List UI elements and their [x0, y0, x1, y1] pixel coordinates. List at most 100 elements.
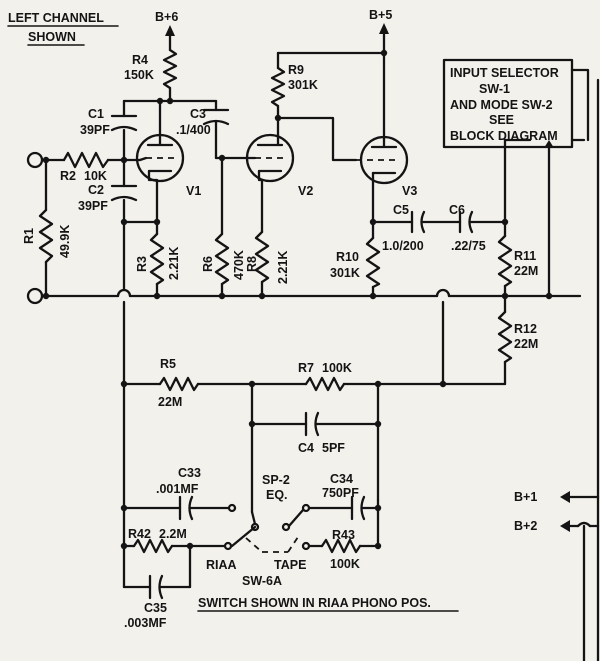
c6-ref: C6 [449, 203, 465, 217]
header-line2: SHOWN [28, 30, 76, 44]
sp2-line2: EQ. [266, 488, 288, 502]
resistor-r9: R9 301K [270, 51, 386, 120]
input-terminals [26, 151, 44, 305]
r11-value: 22M [514, 264, 538, 278]
input-terminal-ground [26, 287, 44, 305]
r7-ref: R7 [298, 361, 314, 375]
supply-b1-label: B+1 [514, 490, 537, 504]
resistor-r8: R8 2.21K [245, 230, 290, 298]
capacitor-c2: C2 39PF [78, 183, 138, 213]
c3-ref: C3 [190, 107, 206, 121]
r42-value: 2.2M [159, 527, 187, 541]
supply-b6-label: B+6 [155, 10, 178, 24]
sp2-line1: SP-2 [262, 473, 290, 487]
capacitor-c1: C1 39PF [80, 107, 138, 137]
capacitor-c34: C34 750PF [307, 472, 380, 521]
r10-value: 301K [330, 266, 360, 280]
r12-ref: R12 [514, 322, 537, 336]
c1-ref: C1 [88, 107, 104, 121]
c35-value: .003MF [124, 616, 167, 630]
r9-value: 301K [288, 78, 318, 92]
r5-value: 22M [158, 395, 182, 409]
r43-value: 100K [330, 557, 360, 571]
capacitor-c5: C5 1.0/200 [382, 203, 462, 253]
r43-ref: R43 [332, 528, 355, 542]
r7-value: 100K [322, 361, 352, 375]
v1-label: V1 [186, 184, 201, 198]
r1-value: 49.9K [58, 225, 72, 258]
selector-line-4: SEE [489, 113, 514, 127]
c33-value: .001MF [156, 482, 199, 496]
selector-line-2: SW-1 [479, 82, 510, 96]
r4-value: 150K [124, 68, 154, 82]
v3-label: V3 [402, 184, 417, 198]
header: LEFT CHANNEL SHOWN [7, 11, 119, 46]
resistor-r7: R7 100K [250, 361, 507, 392]
c5-value: 1.0/200 [382, 239, 424, 253]
resistor-r12: R12 22M [497, 294, 538, 386]
supply-b2-label: B+2 [514, 519, 537, 533]
capacitor-c33: C33 .001MF [122, 466, 237, 521]
r1-ref: R1 [22, 228, 36, 244]
supply-b2: B+2 [514, 519, 600, 661]
selector-line-3: AND MODE SW-2 [450, 98, 553, 112]
resistor-r1: R1 49.9K [22, 158, 72, 298]
resistor-r6: R6 470K [201, 156, 248, 298]
r11-ref: R11 [514, 249, 536, 263]
switch-riaa-label: RIAA [206, 558, 237, 572]
r8-ref: R8 [245, 256, 259, 272]
resistor-r42: R42 2.2M [122, 527, 192, 554]
r2-value: 10K [84, 169, 107, 183]
r2-ref: R2 [60, 169, 76, 183]
resistor-r5: R5 22M [158, 357, 254, 409]
capacitor-c3: C3 .1/400 [176, 99, 230, 160]
supply-b5: B+5 [369, 8, 392, 55]
resistor-r43: R43 100K [307, 528, 380, 571]
resistor-r11: R11 22M [497, 220, 538, 298]
selector-line-1: INPUT SELECTOR [450, 66, 559, 80]
c3-value: .1/400 [176, 123, 211, 137]
r6-ref: R6 [201, 256, 215, 272]
r10-ref: R10 [336, 250, 359, 264]
capacitor-c4: C4 5PF [250, 382, 380, 514]
c34-value: 750PF [322, 486, 359, 500]
c2-value: 39PF [78, 199, 108, 213]
header-line1: LEFT CHANNEL [8, 11, 104, 25]
c35-ref: C35 [144, 601, 167, 615]
supply-b5-label: B+5 [369, 8, 392, 22]
c6-value: .22/75 [451, 239, 486, 253]
c4-value: 5PF [322, 441, 345, 455]
r4-ref: R4 [132, 53, 148, 67]
r3-ref: R3 [135, 256, 149, 272]
tube-v3: V3 [356, 51, 417, 224]
v2-label: V2 [298, 184, 313, 198]
capacitor-c6: C6 .22/75 [449, 203, 507, 253]
r6-value: 470K [232, 250, 246, 280]
c4-ref: C4 [298, 441, 314, 455]
resistor-r3: R3 2.21K [135, 220, 181, 298]
r9-ref: R9 [288, 63, 304, 77]
capacitor-c35: C35 .003MF [122, 574, 192, 630]
input-terminal-hot [26, 151, 44, 169]
c34-ref: C34 [330, 472, 353, 486]
junction-dots [42, 49, 553, 550]
c2-ref: C2 [88, 183, 104, 197]
r3-value: 2.21K [167, 247, 181, 280]
input-selector-box: INPUT SELECTOR SW-1 AND MODE SW-2 SEE BL… [442, 58, 574, 149]
c33-ref: C33 [178, 466, 201, 480]
ground-rail [40, 288, 582, 298]
supply-b6: B+6 [155, 10, 178, 36]
selector-line-5: BLOCK DIAGRAM [450, 129, 558, 143]
switch-caption: SWITCH SHOWN IN RIAA PHONO POS. [197, 596, 459, 612]
switch-caption-text: SWITCH SHOWN IN RIAA PHONO POS. [198, 596, 431, 610]
resistor-r4: R4 150K [124, 34, 178, 103]
resistor-r10: R10 301K [330, 220, 381, 298]
switch-tape-label: TAPE [274, 558, 306, 572]
c1-value: 39PF [80, 123, 110, 137]
r5-ref: R5 [160, 357, 176, 371]
tube-v2: V2 [245, 116, 313, 234]
r8-value: 2.21K [276, 251, 290, 284]
tube-v1: V1 [135, 99, 201, 224]
r12-value: 22M [514, 337, 538, 351]
